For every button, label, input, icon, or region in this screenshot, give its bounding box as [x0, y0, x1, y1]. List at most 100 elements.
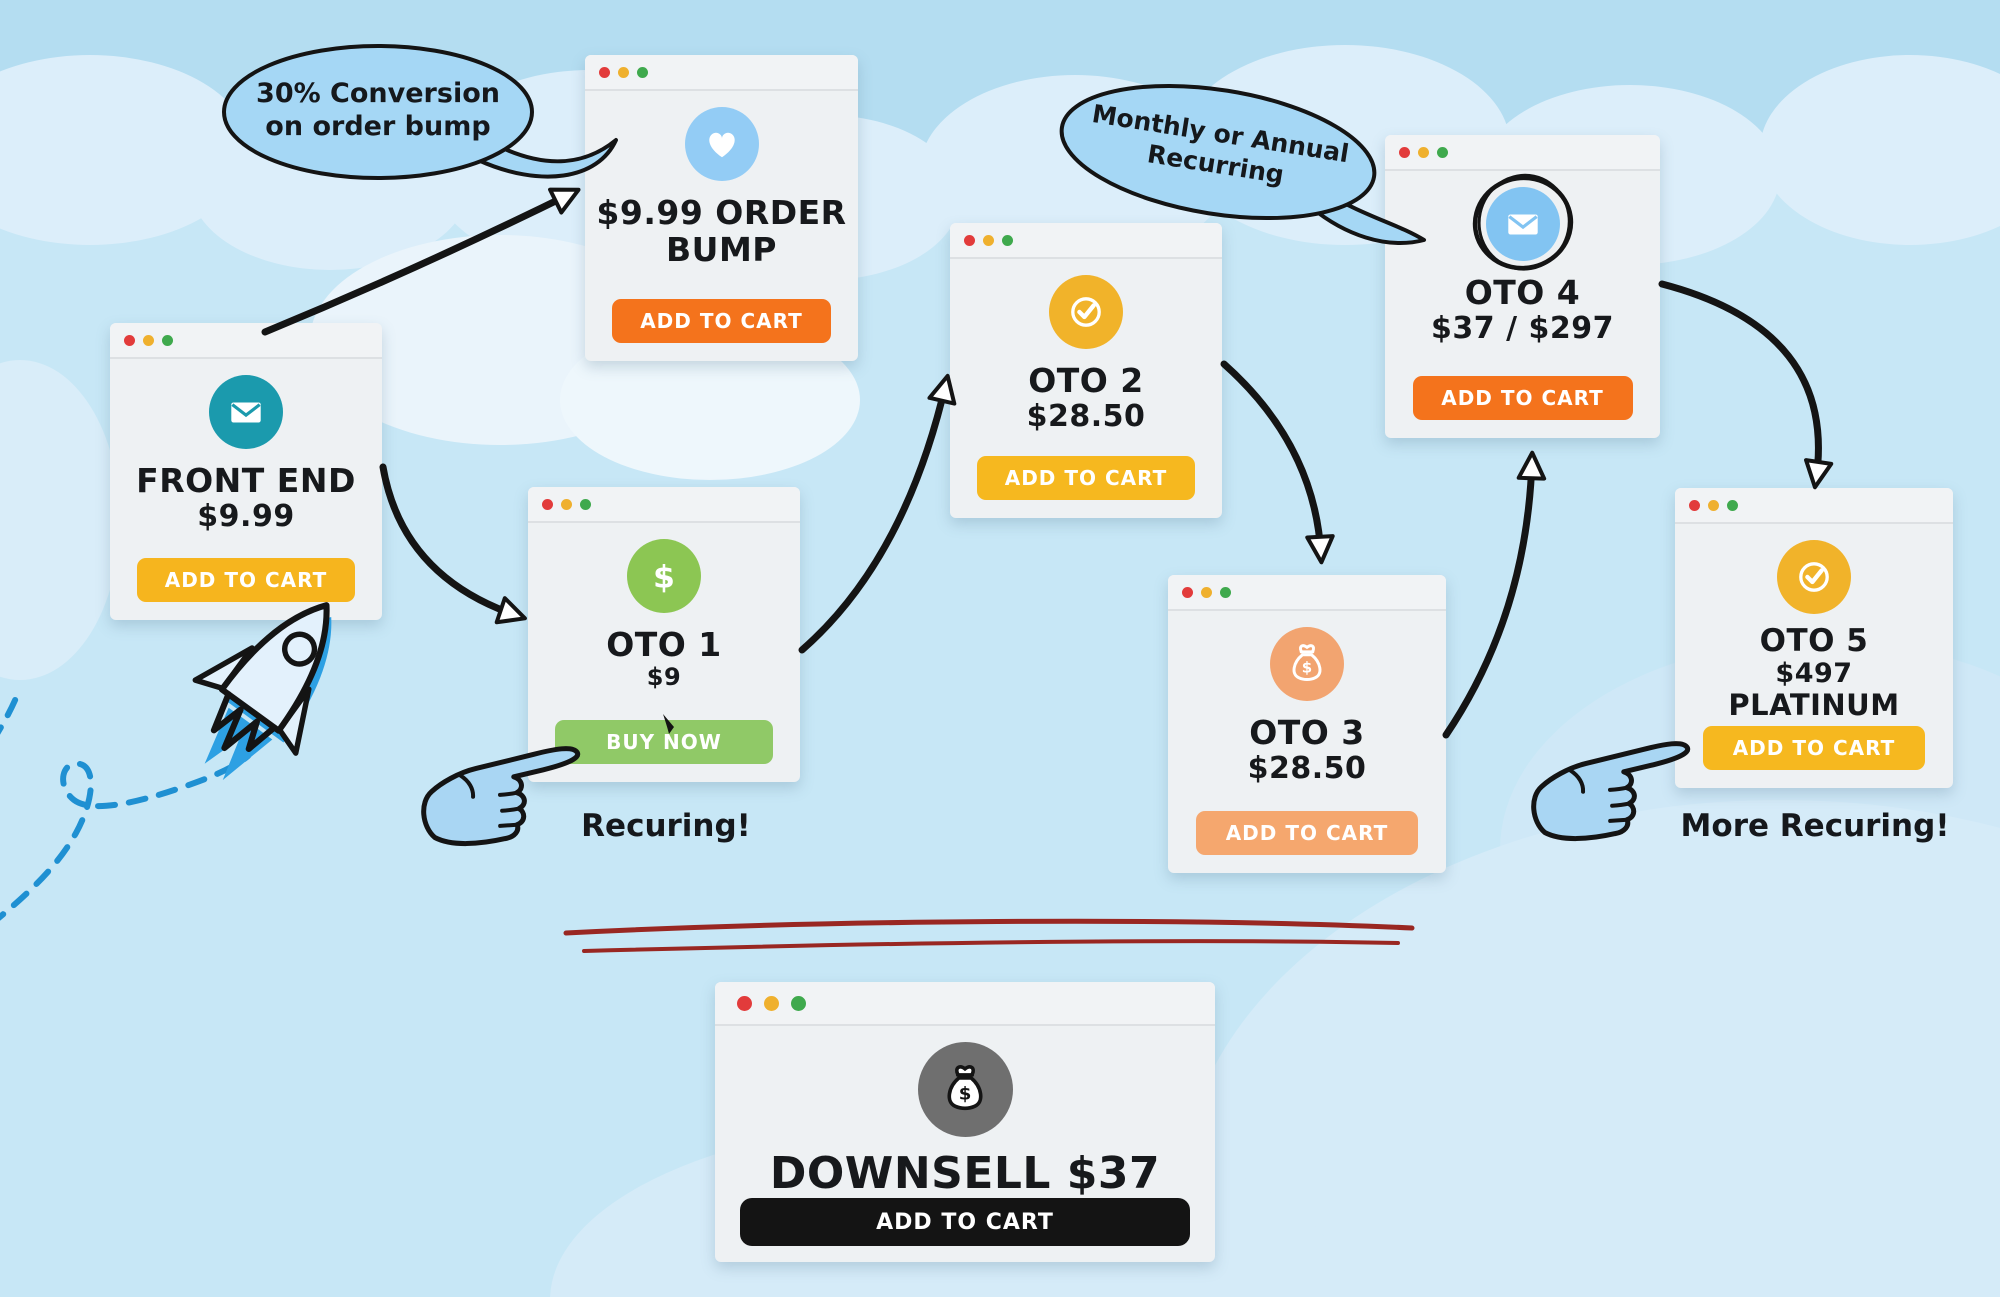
envelope-scribbled-icon: [1472, 173, 1573, 271]
minimize-dot-icon: [561, 498, 572, 510]
offer-title: OTO 3 $28.50: [1247, 713, 1367, 786]
add-to-cart-button[interactable]: ADD TO CART: [977, 456, 1195, 500]
offer-price: $28.50: [1026, 398, 1146, 434]
close-dot-icon: [1399, 146, 1410, 158]
window-titlebar: [1385, 135, 1660, 171]
window-titlebar: [950, 223, 1222, 259]
svg-text:$: $: [1302, 659, 1312, 677]
offer-name: OTO 2: [1028, 361, 1144, 400]
offer-name: $9.99 ORDER: [596, 193, 847, 232]
heart-icon: [684, 107, 759, 181]
red-underline-scribble: [563, 918, 1415, 953]
window-titlebar: [1675, 488, 1953, 524]
minimize-dot-icon: [1201, 586, 1212, 598]
zoom-dot-icon: [162, 334, 173, 346]
offer-title: FRONT END $9.99: [136, 461, 356, 534]
offer-name: OTO 1: [606, 625, 722, 664]
offer-name: DOWNSELL $37: [769, 1148, 1161, 1199]
zoom-dot-icon: [1437, 146, 1448, 158]
window-body: $ DOWNSELL $37 ADD TO CART: [715, 1026, 1215, 1262]
offer-title: OTO 1 $9: [606, 625, 722, 691]
minimize-dot-icon: [764, 995, 779, 1011]
window-titlebar: [585, 55, 858, 91]
offer-name: OTO 4: [1464, 273, 1581, 312]
check-circle-icon: [1777, 540, 1851, 614]
window-oto-1: $ OTO 1 $9 BUY NOW: [528, 487, 800, 782]
offer-name: OTO 3: [1249, 713, 1365, 752]
check-circle-icon: [1049, 275, 1123, 349]
offer-price: $497: [1775, 657, 1853, 689]
add-to-cart-button[interactable]: ADD TO CART: [1195, 811, 1419, 855]
cloud: [0, 360, 120, 680]
offer-price: $28.50: [1247, 750, 1367, 786]
close-dot-icon: [737, 995, 752, 1011]
window-body: OTO 2 $28.50 ADD TO CART: [950, 259, 1222, 518]
arrow-frontend-to-oto1: [379, 463, 527, 625]
add-to-cart-button[interactable]: ADD TO CART: [1412, 376, 1633, 420]
add-to-cart-button[interactable]: ADD TO CART: [1702, 726, 1926, 770]
close-dot-icon: [124, 334, 135, 346]
zoom-dot-icon: [1220, 586, 1231, 598]
zoom-dot-icon: [1002, 234, 1013, 246]
minimize-dot-icon: [1708, 499, 1719, 511]
offer-name: OTO 5: [1759, 623, 1869, 659]
buy-now-button[interactable]: BUY NOW: [555, 720, 773, 764]
minimize-dot-icon: [143, 334, 154, 346]
offer-price: $9: [646, 662, 682, 691]
window-titlebar: [715, 982, 1215, 1026]
arrow-oto2-to-oto3: [1220, 360, 1335, 565]
offer-tier: PLATINUM: [1728, 687, 1900, 722]
offer-title: $9.99 ORDER BUMP: [596, 193, 847, 269]
close-dot-icon: [542, 498, 553, 510]
envelope-icon: [209, 375, 283, 449]
window-body: $ OTO 1 $9 BUY NOW: [528, 523, 800, 782]
window-titlebar: [1168, 575, 1446, 611]
window-oto-4: OTO 4 $37 / $297 ADD TO CART: [1385, 135, 1660, 438]
offer-name-2: BUMP: [666, 229, 777, 269]
minimize-dot-icon: [983, 234, 994, 246]
offer-price: $37 / $297: [1431, 310, 1614, 346]
add-to-cart-button[interactable]: ADD TO CART: [612, 299, 831, 343]
recurring-note: Recuring!: [581, 808, 751, 844]
arrow-oto4-to-oto5: [1658, 280, 1834, 490]
arrow-oto3-to-oto4: [1442, 450, 1547, 739]
money-bag-icon: $: [917, 1042, 1013, 1137]
dollar-icon: $: [627, 539, 701, 613]
window-oto-5: OTO 5 $497 PLATINUM ADD TO CART: [1675, 488, 1953, 788]
offer-title: OTO 2 $28.50: [1026, 361, 1146, 434]
offer-price: $9.99: [197, 498, 295, 534]
money-bag-icon: $: [1270, 627, 1344, 701]
window-titlebar: [528, 487, 800, 523]
window-body: OTO 4 $37 / $297 ADD TO CART: [1385, 171, 1660, 438]
zoom-dot-icon: [1727, 499, 1738, 511]
add-to-cart-button[interactable]: ADD TO CART: [137, 558, 355, 602]
scribble-ring-icon: [1472, 173, 1573, 271]
window-order-bump: $9.99 ORDER BUMP ADD TO CART: [585, 55, 858, 361]
window-titlebar: [110, 323, 382, 359]
close-dot-icon: [1182, 586, 1193, 598]
window-oto-3: $ OTO 3 $28.50 ADD TO CART: [1168, 575, 1446, 873]
cloud: [1760, 55, 2000, 245]
offer-title: OTO 4 $37 / $297: [1431, 273, 1614, 346]
zoom-dot-icon: [580, 498, 591, 510]
more-recurring-note: More Recuring!: [1680, 808, 1950, 844]
add-to-cart-button[interactable]: ADD TO CART: [740, 1198, 1190, 1247]
window-oto-2: OTO 2 $28.50 ADD TO CART: [950, 223, 1222, 518]
window-body: FRONT END $9.99 ADD TO CART: [110, 359, 382, 620]
offer-name: FRONT END: [136, 461, 356, 500]
zoom-dot-icon: [637, 66, 648, 78]
rocket-trail: [0, 695, 251, 921]
zoom-dot-icon: [791, 995, 806, 1011]
window-body: OTO 5 $497 PLATINUM ADD TO CART: [1675, 524, 1953, 788]
offer-title: DOWNSELL $37: [769, 1148, 1161, 1199]
window-body: $9.99 ORDER BUMP ADD TO CART: [585, 91, 858, 361]
offer-title: OTO 5 $497 PLATINUM: [1728, 623, 1900, 722]
close-dot-icon: [599, 66, 610, 78]
window-downsell: $ DOWNSELL $37 ADD TO CART: [715, 982, 1215, 1262]
minimize-dot-icon: [1418, 146, 1429, 158]
minimize-dot-icon: [618, 66, 629, 78]
window-body: $ OTO 3 $28.50 ADD TO CART: [1168, 611, 1446, 873]
window-front-end: FRONT END $9.99 ADD TO CART: [110, 323, 382, 620]
close-dot-icon: [1689, 499, 1700, 511]
